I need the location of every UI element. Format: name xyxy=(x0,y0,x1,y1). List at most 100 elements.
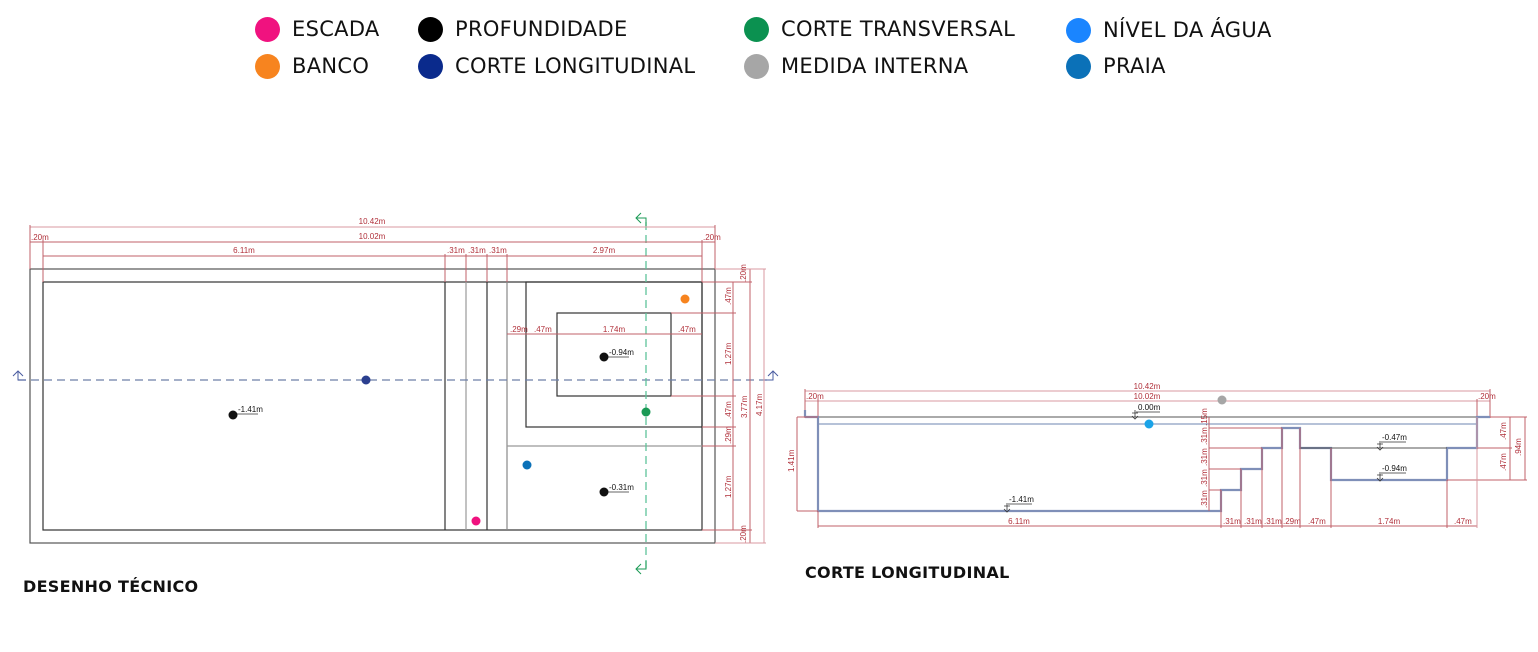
dim-step2: .31m xyxy=(468,246,486,255)
section-dim-left-depth: 1.41m xyxy=(787,449,796,472)
legend-label: MEDIDA INTERNA xyxy=(781,54,969,78)
banco-marker[interactable] xyxy=(680,294,690,304)
section-dim-right-upper: .47m xyxy=(1499,422,1508,440)
dim-step3: .31m xyxy=(489,246,507,255)
dim-total-outer: 10.42m xyxy=(359,217,386,226)
dim-right-seg3: .47m xyxy=(724,401,733,419)
legend-item-nivel-agua: NÍVEL DA ÁGUA xyxy=(1066,15,1272,45)
plan-caption: DESENHO TÉCNICO xyxy=(23,577,199,596)
dim-deep-length: 6.11m xyxy=(233,246,255,255)
level-symbol-icon xyxy=(1131,410,1139,420)
escada-marker[interactable] xyxy=(471,516,481,526)
cut-arrow-top-icon xyxy=(635,212,647,226)
legend: ESCADA BANCO PROFUNDIDADE CORTE LONGITUD… xyxy=(0,14,1538,84)
legend-item-profundidade: PROFUNDIDADE xyxy=(418,14,628,44)
nivel-agua-dot-icon xyxy=(1066,17,1091,43)
depth-label-beach: -0.31m xyxy=(609,483,634,492)
dim-right-seg1: .47m xyxy=(724,287,733,305)
dim-shallow-length: 2.97m xyxy=(593,246,616,255)
section-dim-total-outer: 10.42m xyxy=(1134,382,1161,391)
corte-transversal-marker[interactable] xyxy=(641,407,651,417)
legend-item-corte-longitudinal: CORTE LONGITUDINAL xyxy=(418,51,695,81)
dim-inner-b: .47m xyxy=(534,325,552,334)
level-label-bench-top: -0.47m xyxy=(1382,433,1407,442)
level-symbol-icon xyxy=(1376,441,1384,451)
corte-transversal-dot-icon xyxy=(744,16,769,42)
level-label-water: 0.00m xyxy=(1138,403,1161,412)
banco-dot-icon xyxy=(255,53,280,79)
plan-drawing: 10.42m .20m 10.02m .20m 6.11m .31m .31m … xyxy=(12,212,779,575)
depth-label-deep: -1.41m xyxy=(238,405,263,414)
section-dim-right-lower: .47m xyxy=(1499,453,1508,471)
legend-item-escada: ESCADA xyxy=(255,14,380,44)
legend-item-praia: PRAIA xyxy=(1066,51,1166,81)
praia-dot-icon xyxy=(1066,53,1091,79)
dim-right-inner-total: 3.77m xyxy=(740,395,749,418)
section-bottom-dim: .31m xyxy=(1244,517,1262,526)
section-dim-border-left: .20m xyxy=(806,392,824,401)
section-bottom-dim: .31m xyxy=(1223,517,1241,526)
level-label-deep: -1.41m xyxy=(1009,495,1034,504)
legend-label: PRAIA xyxy=(1103,54,1166,78)
section-bottom-dim: .31m xyxy=(1264,517,1282,526)
section-dim-total-inner: 10.02m xyxy=(1134,392,1161,401)
corte-longitudinal-dot-icon xyxy=(418,53,443,79)
level-label-bench-bottom: -0.94m xyxy=(1382,464,1407,473)
section-caption: CORTE LONGITUDINAL xyxy=(805,563,1010,582)
profundidade-dot-icon xyxy=(418,16,443,42)
section-bottom-dim: .47m xyxy=(1454,517,1472,526)
plan-bench-deep-rect xyxy=(556,312,672,397)
dim-right-seg5: 1.27m xyxy=(724,475,733,498)
escada-dot-icon xyxy=(255,16,280,42)
profundidade-marker-bench[interactable] xyxy=(599,352,609,362)
dim-right-bottom-border: .20m xyxy=(739,525,748,543)
legend-label: NÍVEL DA ÁGUA xyxy=(1103,18,1272,42)
corte-longitudinal-marker[interactable] xyxy=(361,375,371,385)
section-step-dim: .31m xyxy=(1200,448,1209,466)
dim-right-seg2: 1.27m xyxy=(724,342,733,365)
legend-label: PROFUNDIDADE xyxy=(455,17,628,41)
profundidade-marker-deep[interactable] xyxy=(228,410,238,420)
section-bottom-dim: .29m xyxy=(1283,517,1301,526)
level-symbol-icon xyxy=(1003,503,1011,513)
cut-arrow-bottom-icon xyxy=(635,561,647,575)
praia-marker[interactable] xyxy=(522,460,532,470)
plan-outer-border xyxy=(29,268,716,544)
dim-right-top-border: .20m xyxy=(739,264,748,282)
legend-label: CORTE TRANSVERSAL xyxy=(781,17,1016,41)
legend-label: CORTE LONGITUDINAL xyxy=(455,54,696,78)
cut-arrow-left-icon xyxy=(12,370,26,381)
cut-arrow-right-icon xyxy=(765,370,779,381)
legend-label: BANCO xyxy=(292,54,370,78)
legend-item-corte-transversal: CORTE TRANSVERSAL xyxy=(744,14,1015,44)
medida-interna-marker[interactable] xyxy=(1217,395,1227,405)
nivel-agua-marker[interactable] xyxy=(1144,419,1154,429)
depth-label-bench: -0.94m xyxy=(609,348,634,357)
section-bottom-dim: .47m xyxy=(1308,517,1326,526)
section-bottom-dim: 6.11m xyxy=(1008,517,1030,526)
level-symbol-icon xyxy=(1376,472,1384,482)
medida-interna-dot-icon xyxy=(744,53,769,79)
section-drawing: 10.42m 10.02m .20m .20m xyxy=(787,382,1527,528)
section-step-dim: .31m xyxy=(1200,469,1209,487)
dim-total-inner: 10.02m xyxy=(359,232,386,241)
legend-item-medida-interna: MEDIDA INTERNA xyxy=(744,51,968,81)
legend-item-banco: BANCO xyxy=(255,51,369,81)
dim-right-outer-total: 4.17m xyxy=(755,393,764,416)
section-dim-border-right: .20m xyxy=(1478,392,1496,401)
dim-right-seg4: .29m xyxy=(724,426,733,444)
section-step-dim: .31m xyxy=(1200,490,1209,508)
dim-border-left: .20m xyxy=(31,233,49,242)
section-step-dim: .15m xyxy=(1200,408,1209,426)
dim-inner-d: .47m xyxy=(678,325,696,334)
dim-inner-a: .29m xyxy=(510,325,528,334)
plan-bench-outline xyxy=(525,281,703,428)
legend-label: ESCADA xyxy=(292,17,380,41)
dim-border-right: .20m xyxy=(703,233,721,242)
dim-inner-c: 1.74m xyxy=(603,325,626,334)
section-bottom-dim: 1.74m xyxy=(1378,517,1401,526)
profundidade-marker-beach[interactable] xyxy=(599,487,609,497)
section-step-dim: .31m xyxy=(1200,427,1209,445)
section-dim-right-total: .94m xyxy=(1514,438,1523,456)
